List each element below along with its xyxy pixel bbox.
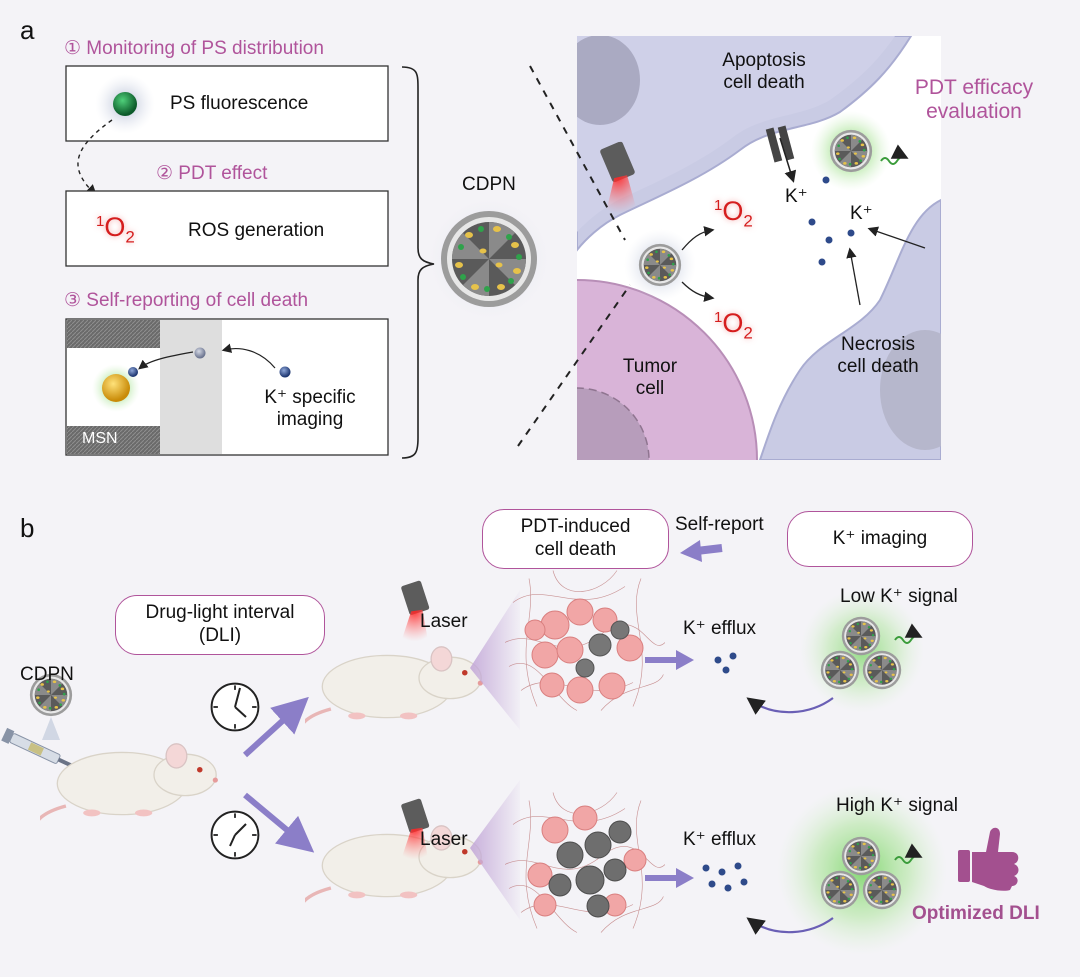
injected-mouse: [40, 742, 220, 825]
low-signal-label: Low K⁺ signal: [840, 586, 958, 607]
msn-label: MSN: [82, 430, 118, 447]
high-signal-label: High K⁺ signal: [836, 795, 958, 816]
k-efflux-label-bottom: K⁺ efflux: [683, 829, 757, 850]
thumbs-up-icon: [958, 827, 1019, 891]
gold-sphere: [102, 374, 130, 402]
laser-label-top: Laser: [420, 611, 468, 632]
singlet-oxygen-left: 1O2: [96, 212, 135, 247]
cdpn-small: [638, 243, 682, 287]
ros-generation-label: ROS generation: [188, 220, 325, 241]
cdpn-label: CDPN: [462, 174, 516, 195]
laser-label-bottom: Laser: [420, 829, 468, 850]
singlet-oxygen-upper: 1O2: [714, 196, 753, 231]
cdpn-particle: [441, 211, 537, 307]
panel-b-label: b: [20, 513, 35, 543]
k-imaging-pill: K⁺ imaging: [787, 511, 973, 567]
panel-a-label: a: [20, 15, 35, 45]
optimized-dli-label: Optimized DLI: [912, 903, 1040, 924]
k-ion-label-2: K⁺: [850, 203, 873, 224]
k-efflux-label-top: K⁺ efflux: [683, 618, 757, 639]
ps-fluorescence-label: PS fluorescence: [170, 93, 309, 114]
step3-title: ③ Self-reporting of cell death: [64, 290, 309, 311]
dli-pill: Drug-light interval(DLI): [115, 595, 325, 655]
ps-sphere: [113, 92, 137, 116]
cdpn-injection-label: CDPN: [20, 664, 74, 685]
self-report-label: Self-report: [675, 514, 764, 535]
ros-box: [65, 190, 389, 267]
step1-title: ① Monitoring of PS distribution: [64, 38, 324, 59]
step2-title: ② PDT effect: [156, 163, 268, 184]
dashed-arrow: [77, 119, 113, 196]
singlet-oxygen-lower: 1O2: [714, 308, 753, 343]
k-ion-label-1: K⁺: [785, 186, 808, 207]
